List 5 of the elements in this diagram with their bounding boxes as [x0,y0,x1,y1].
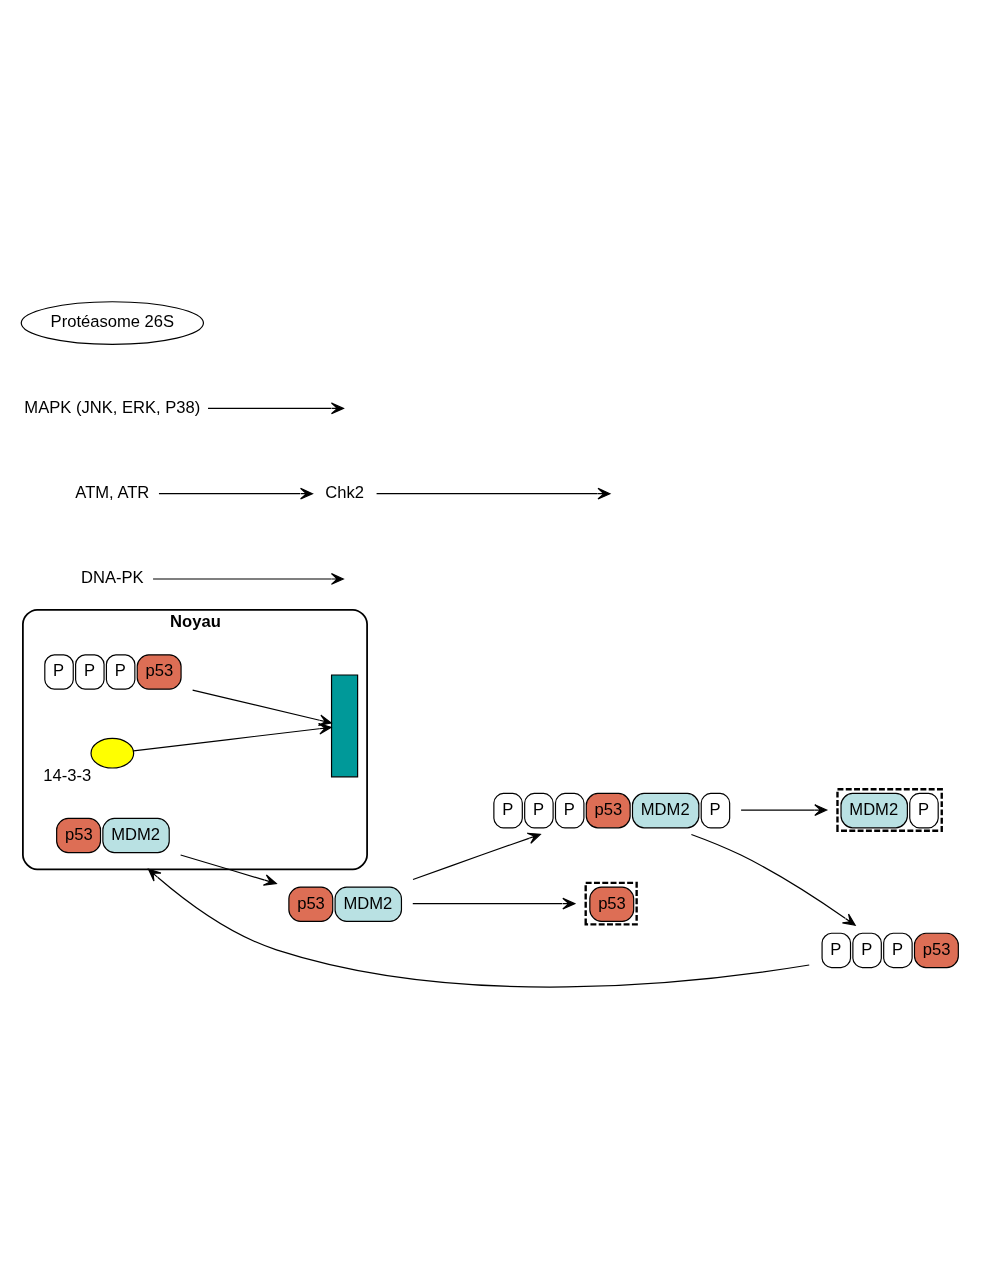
node-label: 14-3-3 [43,765,92,785]
node-text: ATM, ATR [75,482,150,502]
node-text: MAPK (JNK, ERK, P38) [24,397,201,417]
node-text: DNA-PK [81,567,144,587]
node-text: Chk2 [325,482,364,502]
